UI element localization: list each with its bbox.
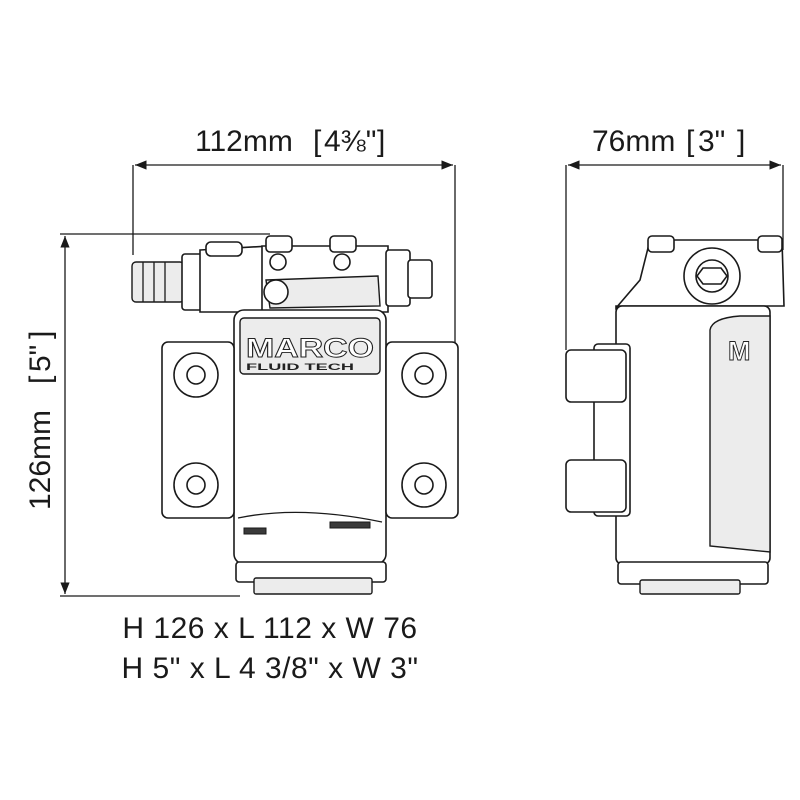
height-bracket-open: [ (24, 375, 57, 384)
height-metric-label: 126mm (24, 410, 57, 510)
length-bracket-open: [ (313, 125, 322, 158)
width-metric-label: 76mm (592, 125, 675, 158)
height-bracket-close: ] (24, 331, 57, 339)
pump-side-view: M (565, 235, 785, 595)
head-screw-right (333, 253, 351, 271)
height-dimension: 126mm [ 5" ] (24, 233, 270, 597)
length-dimension: 112mm [ 4⅜" ] (132, 125, 456, 360)
length-metric-label: 112mm (195, 125, 293, 158)
length-imperial-label: 4⅜" (324, 125, 376, 158)
pump-front-view: MARCO FLUID TECH (131, 235, 459, 595)
outlet-housing (385, 249, 411, 307)
brand-logo: MARCO (246, 333, 374, 363)
side-mount-top (565, 349, 627, 403)
summary-metric: H 126 x L 112 x W 76 (122, 612, 418, 645)
width-bracket-close: ] (737, 125, 745, 158)
height-imperial-label: 5" (24, 345, 57, 372)
brand-sub: FLUID TECH (246, 362, 354, 372)
side-mount-bottom (565, 459, 627, 513)
length-bracket-close: ] (377, 125, 385, 158)
width-dimension: 76mm [ 3" ] (565, 125, 784, 350)
summary-imperial: H 5" x L 4 3/8" x W 3" (121, 652, 419, 685)
width-bracket-open: [ (686, 125, 695, 158)
inlet-barb (131, 261, 185, 303)
head-screw-left (269, 253, 287, 271)
side-brand-logo: M (728, 336, 751, 366)
outlet-port (407, 259, 433, 299)
width-imperial-label: 3" (698, 125, 725, 158)
